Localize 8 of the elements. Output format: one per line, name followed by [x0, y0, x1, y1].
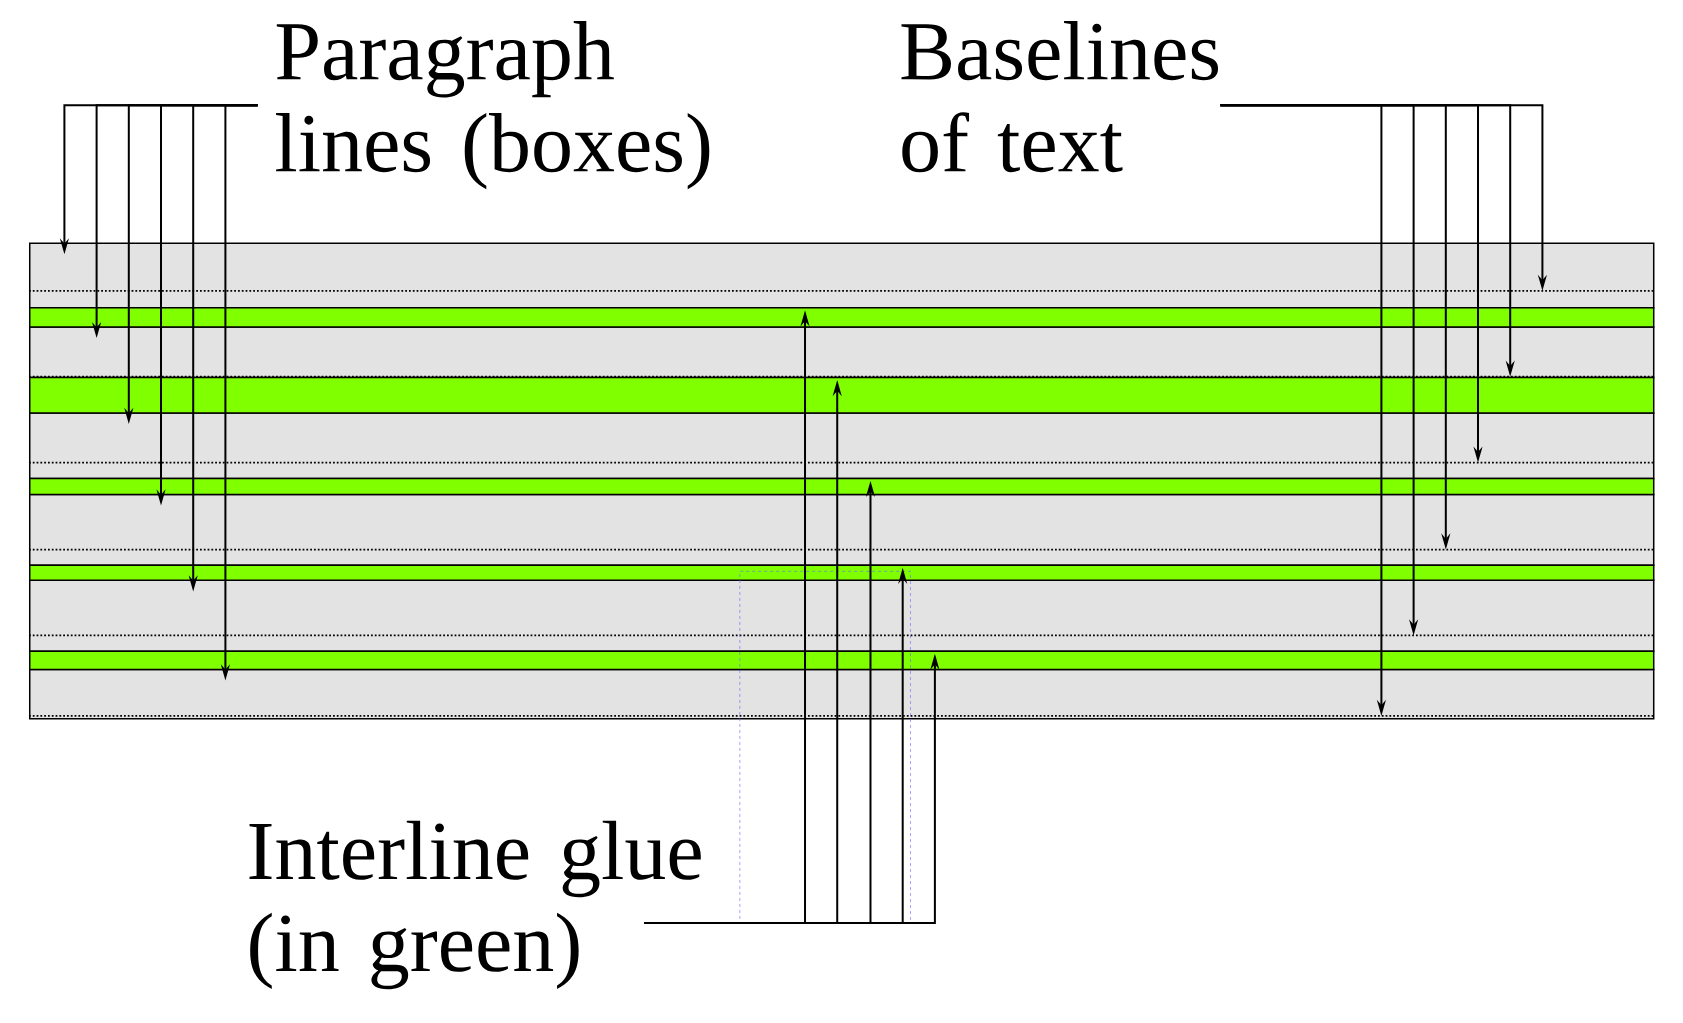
glue-band [29, 307, 1655, 328]
glue-band [29, 376, 1655, 414]
glue-band [29, 477, 1655, 496]
glue-band [29, 650, 1655, 671]
callout-text: Interline glue (in green) [249, 820, 701, 990]
callout-text: Baselines of text [901, 21, 1219, 173]
glue-band [29, 564, 1655, 582]
callout-text: Paragraph lines (boxes) [276, 21, 710, 190]
